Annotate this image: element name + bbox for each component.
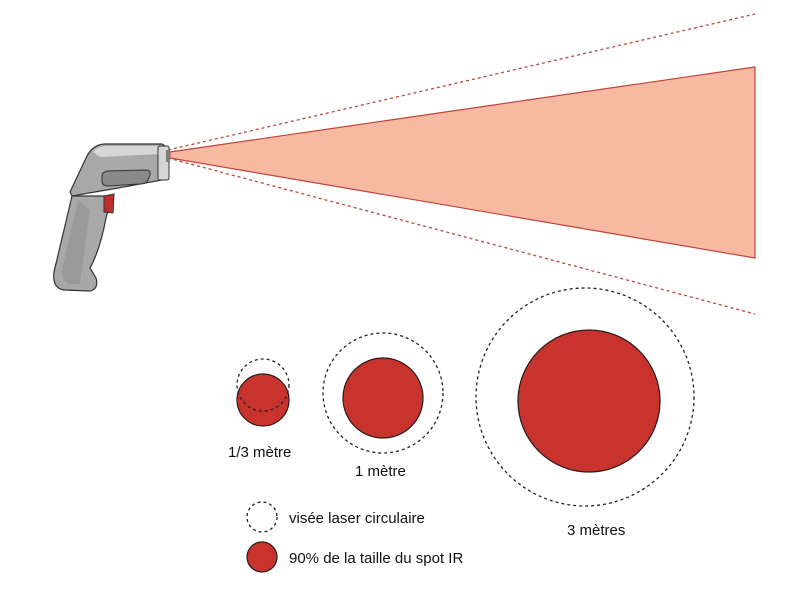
- laser-circle-large: [475, 287, 695, 507]
- ir-spot-medium: [342, 357, 424, 439]
- laser-line-top: [167, 13, 756, 151]
- ir-beam-cone: [169, 66, 756, 259]
- infrared-thermometer-icon: [53, 143, 170, 292]
- distance-label-one-third: 1/3 mètre: [228, 444, 291, 461]
- legend: visée laser circulaire 90% de la taille …: [246, 501, 463, 573]
- spot-group-one-meter: 1 mètre: [322, 332, 444, 480]
- legend-spot-icon: [246, 541, 278, 573]
- legend-laser-icon: [246, 501, 278, 533]
- laser-circle-medium: [322, 332, 444, 454]
- legend-spot-label: 90% de la taille du spot IR: [289, 550, 463, 567]
- legend-laser-label: visée laser circulaire: [289, 510, 425, 527]
- ir-spot-small: [236, 373, 290, 427]
- ir-spot-large: [517, 329, 661, 473]
- laser-line-bottom: [167, 157, 756, 315]
- spot-group-one-third-meter: 1/3 mètre: [228, 358, 291, 461]
- laser-circle-small: [236, 358, 290, 412]
- spot-group-three-meters: 3 mètres: [475, 287, 695, 539]
- distance-label-three-meters: 3 mètres: [567, 522, 625, 539]
- distance-label-one-meter: 1 mètre: [355, 463, 406, 480]
